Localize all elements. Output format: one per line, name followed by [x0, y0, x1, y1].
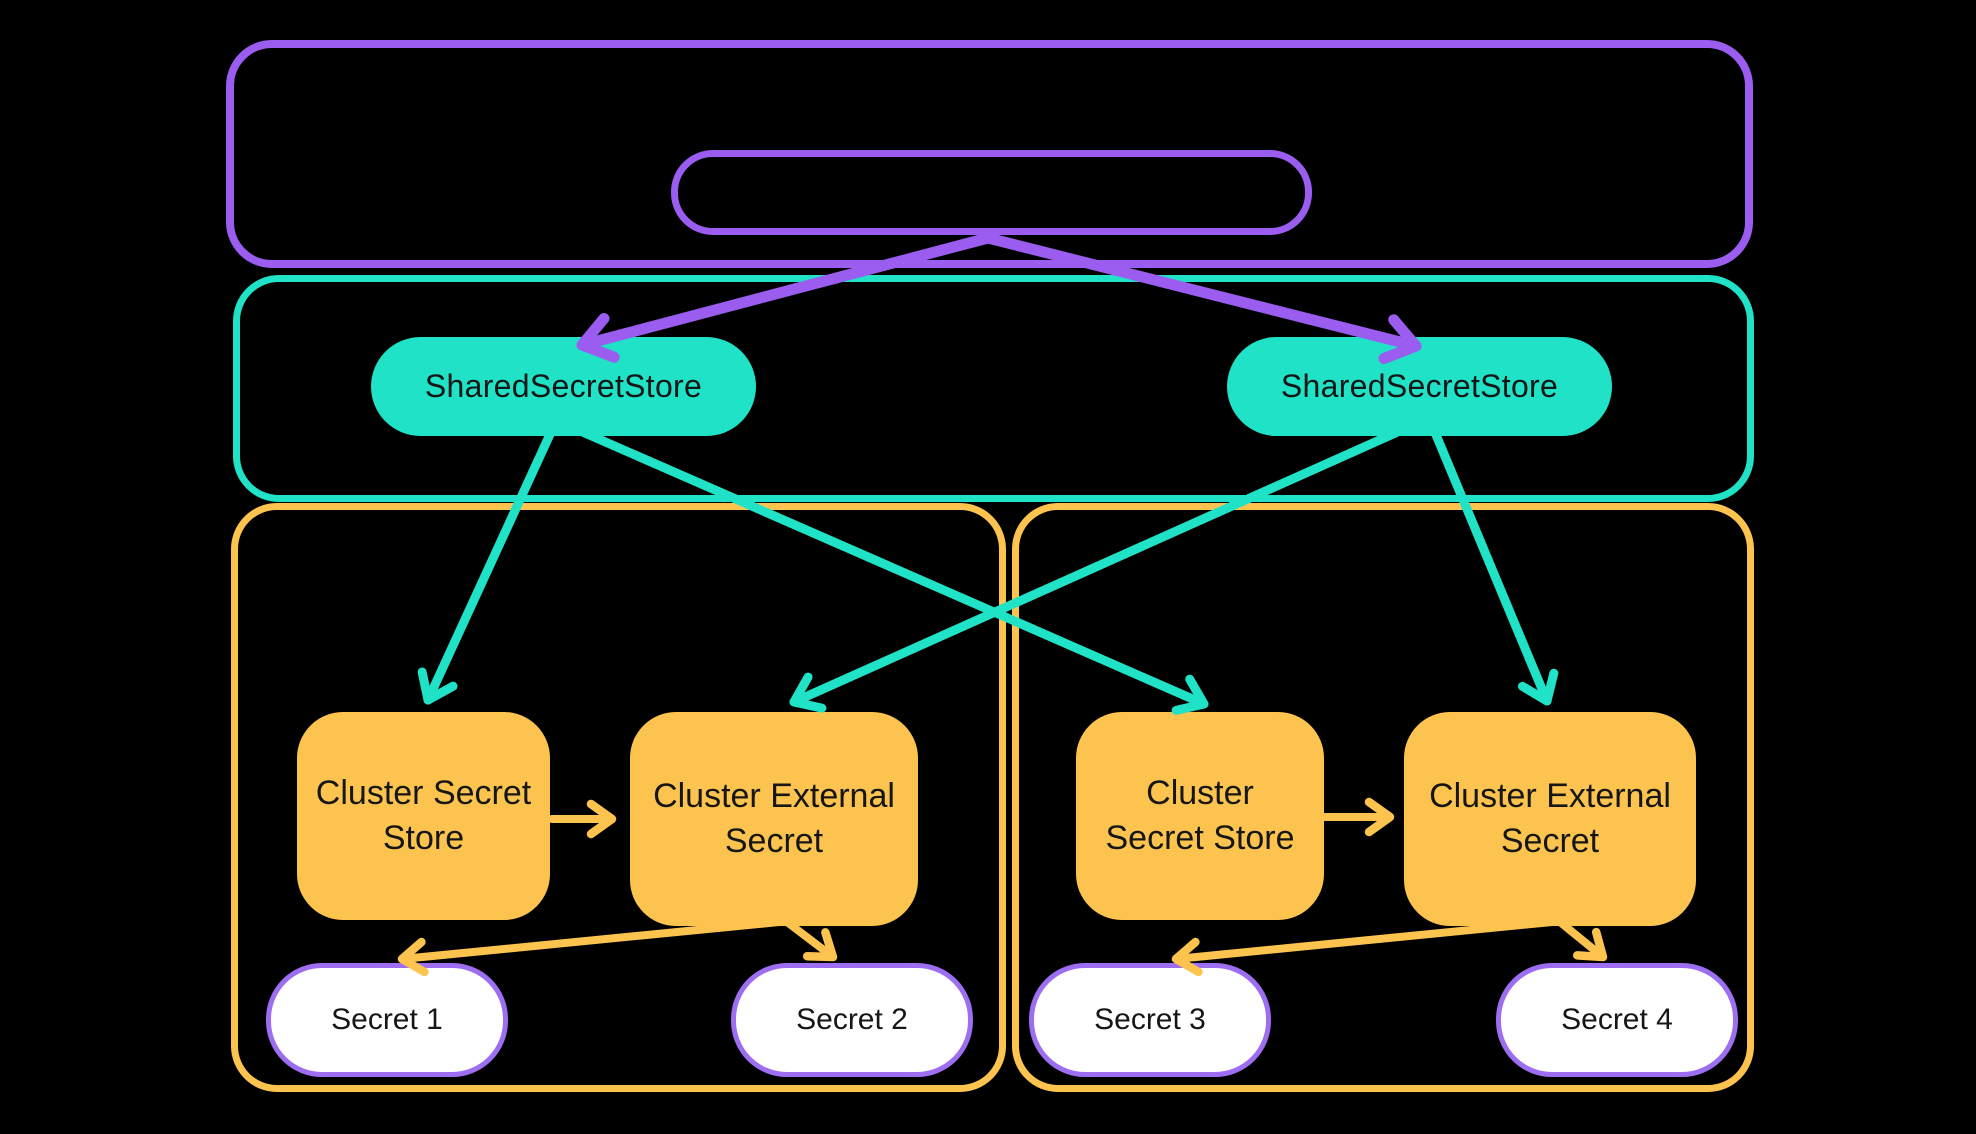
secret-label-2: Secret 2 [796, 1003, 908, 1036]
cluster-external-secret-node-1: Cluster External Secret [630, 712, 918, 926]
secret-label-1: Secret 1 [331, 1003, 443, 1036]
shared-secret-store-pill-2: SharedSecretStore [1227, 337, 1612, 436]
secret-label-3: Secret 3 [1094, 1003, 1206, 1036]
shared-secret-store-label-2: SharedSecretStore [1280, 368, 1559, 404]
shared-secret-store-pill-1: SharedSecretStore [371, 337, 756, 436]
secret-label-4: Secret 4 [1561, 1003, 1673, 1036]
secret-pill-1: Secret 1 [266, 963, 508, 1077]
secret-pill-3: Secret 3 [1029, 963, 1271, 1077]
cluster-secret-store-label-1: Cluster Secret Store [315, 774, 532, 857]
top-inner-pill [671, 150, 1312, 235]
cluster-external-secret-node-2: Cluster External Secret [1404, 712, 1696, 926]
cluster-secret-store-node-1: Cluster Secret Store [297, 712, 550, 920]
secret-pill-4: Secret 4 [1496, 963, 1738, 1077]
cluster-external-secret-label-1: Cluster External Secret [653, 777, 895, 860]
secret-pill-2: Secret 2 [731, 963, 973, 1077]
cluster-external-secret-label-2: Cluster External Secret [1429, 777, 1671, 860]
shared-secret-store-label-1: SharedSecretStore [424, 368, 703, 404]
cluster-secret-store-node-2: Cluster Secret Store [1076, 712, 1324, 920]
cluster-secret-store-label-2: Cluster Secret Store [1105, 774, 1295, 857]
